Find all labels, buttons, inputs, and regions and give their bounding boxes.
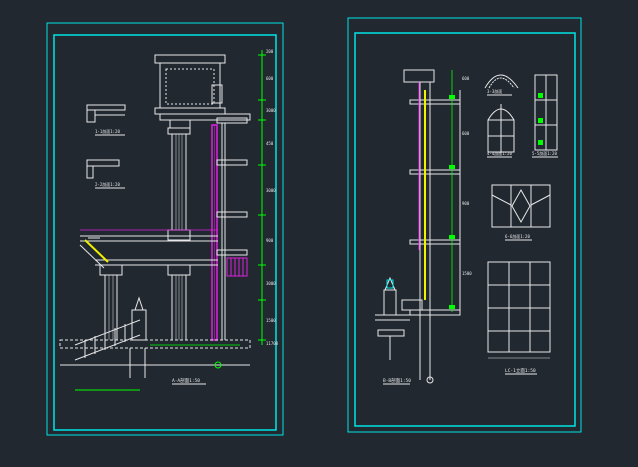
svg-text:200: 200 (266, 49, 274, 54)
svg-text:900: 900 (266, 238, 274, 243)
svg-text:11700: 11700 (266, 341, 279, 346)
arch-detail-a-caption: 3-3剖面 (487, 88, 502, 94)
window-d-caption: 6-6剖面1:20 (505, 233, 530, 239)
right-main-caption: B-B剖面1:50 (383, 377, 411, 384)
svg-text:1500: 1500 (266, 318, 276, 323)
spire-sill (401, 299, 423, 311)
spire-cap (386, 279, 394, 289)
svg-text:3000: 3000 (266, 188, 276, 193)
detail-2-2-caption: 2-2剖面1:20 (95, 181, 120, 187)
arched-window (487, 104, 515, 153)
detail-2-2 (86, 159, 120, 179)
detail-1-1 (86, 104, 126, 123)
window-c-caption: 5-5剖面1:20 (532, 150, 557, 156)
left-main-caption: A-A剖面1:50 (172, 377, 200, 384)
right-dim-texts: 600 600 900 1500 (462, 76, 472, 276)
stair-balustrade (74, 296, 147, 361)
tall-column (167, 127, 191, 241)
left-dim-texts: 200 600 3000 450 3000 900 3000 1500 1170… (266, 49, 279, 346)
right-sheet: 600 600 900 1500 B-B剖面1:50 3-3剖面 (347, 17, 582, 433)
left-sheet: 200 600 3000 450 3000 900 3000 1500 1170… (46, 22, 284, 436)
right-outer-frame (347, 17, 582, 433)
svg-text:3000: 3000 (266, 281, 276, 286)
left-dim-ticks (258, 54, 266, 341)
narrow-window (534, 74, 558, 151)
ground-base (59, 339, 251, 378)
left-inner-frame (53, 34, 277, 431)
left-outer-frame (46, 22, 284, 436)
magenta-railing (226, 257, 248, 277)
svg-text:450: 450 (266, 141, 274, 146)
spire-detail (375, 276, 410, 360)
main-beam (80, 229, 218, 266)
svg-text:600: 600 (266, 76, 274, 81)
window-b-caption: 4-4剖面1:20 (487, 150, 512, 156)
right-dim-markers (449, 95, 455, 309)
svg-text:900: 900 (462, 201, 470, 206)
section-wall (403, 69, 461, 380)
floor-slabs (216, 117, 248, 340)
svg-text:3000: 3000 (266, 108, 276, 113)
right-inner-frame (354, 32, 576, 427)
magenta-wall (211, 124, 218, 341)
lc1-elevation (487, 261, 551, 353)
lower-columns (99, 264, 191, 340)
cornice (159, 113, 251, 129)
lc1-caption: LC-1立面1:50 (505, 367, 536, 374)
right-grid-marker (426, 376, 434, 384)
arch-pediment (79, 237, 109, 269)
svg-text:1500: 1500 (462, 271, 472, 276)
detail-1-1-caption: 1-1剖面1:20 (95, 128, 120, 134)
narrow-window-green (538, 93, 543, 145)
arch-detail-a-inner (488, 77, 515, 89)
diamond-window (491, 184, 551, 228)
svg-text:600: 600 (462, 76, 470, 81)
left-grid-marker (214, 361, 222, 369)
top-attic-box (154, 54, 226, 115)
arch-detail-a (484, 74, 519, 89)
svg-text:600: 600 (462, 131, 470, 136)
